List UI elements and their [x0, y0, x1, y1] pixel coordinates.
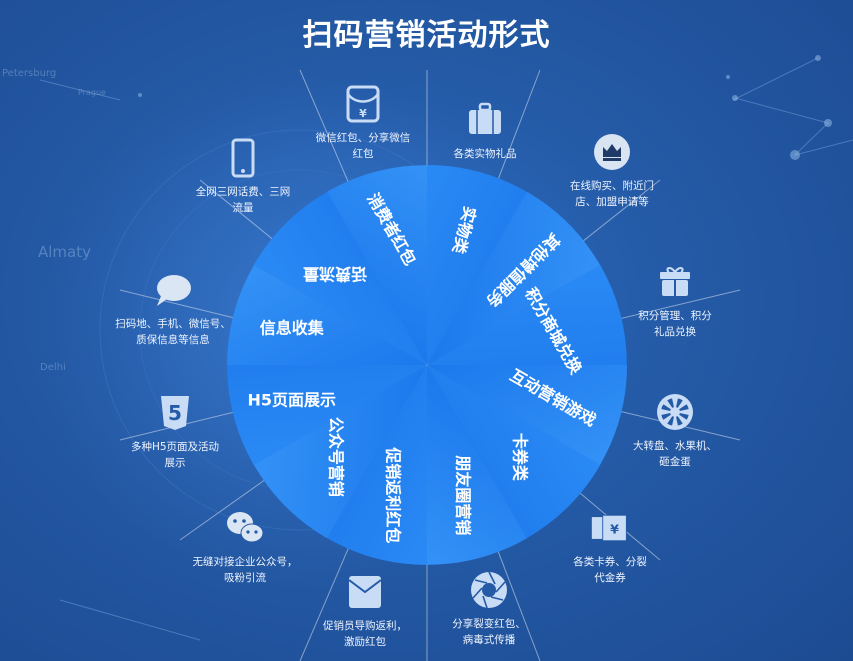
- phone-icon: [231, 138, 255, 178]
- svg-text:¥: ¥: [610, 521, 619, 536]
- segment-label: 公众号营销: [327, 417, 346, 497]
- callout-points-mall: 积分管理、积分 礼品兑换: [610, 262, 740, 340]
- svg-text:5: 5: [168, 401, 182, 425]
- map-label-almaty: Almaty: [38, 243, 91, 261]
- wheel-segments: [204, 142, 650, 588]
- segment-value-added[interactable]: [427, 191, 614, 415]
- segment-h5-pages[interactable]: [204, 278, 427, 465]
- segment-label: 朋友圈营销: [453, 455, 472, 535]
- red-envelope-icon: ¥: [346, 85, 380, 123]
- map-label-delhi: Delhi: [40, 362, 66, 373]
- callout-value-added: 在线购买、附近门 店、加盟申请等: [547, 132, 677, 210]
- gift-icon: [660, 266, 690, 296]
- segment-consumer-redpacket[interactable]: [327, 142, 514, 365]
- svg-text:¥: ¥: [359, 107, 367, 120]
- callout-promo-rebate: 促销员导购返利， 激励红包: [300, 572, 430, 650]
- segment-coupons[interactable]: [377, 365, 601, 552]
- wheel-icon: [657, 394, 693, 430]
- segment-phone-data[interactable]: [253, 178, 477, 365]
- chat-bubble-icon: [157, 275, 191, 306]
- map-label-petersburg: Petersburg: [2, 68, 57, 79]
- segment-official-account[interactable]: [240, 315, 427, 539]
- aperture-icon: [471, 571, 507, 609]
- callout-consumer-redpacket: ¥ 微信红包、分享微信 红包: [298, 84, 428, 162]
- callout-phone-data: 全网三网话费、三网 流量: [178, 138, 308, 216]
- segment-points-mall[interactable]: [427, 265, 650, 452]
- callout-h5-pages: 5 多种H5页面及活动 展示: [110, 393, 240, 471]
- segment-label: 话费流量: [303, 265, 367, 284]
- segment-promo-rebate[interactable]: [327, 365, 427, 565]
- html5-icon: 5: [161, 396, 189, 430]
- segment-interactive-games[interactable]: [427, 365, 627, 465]
- callout-moments-marketing: 分享裂变红包、 病毒式传播: [424, 570, 554, 648]
- crown-icon: [594, 134, 630, 170]
- ticket-icon: ¥: [591, 514, 627, 542]
- segment-info-collection[interactable]: [227, 265, 427, 365]
- segment-label: 卡券类: [510, 433, 529, 482]
- page-title: 扫码营销活动形式: [302, 18, 551, 53]
- map-label-prague: Prague: [78, 88, 106, 97]
- segment-label: H5页面展示: [248, 391, 337, 410]
- segment-label: 信息收集: [260, 318, 325, 337]
- envelope-icon: [348, 576, 382, 608]
- segment-physical-goods[interactable]: [427, 165, 527, 365]
- suitcase-icon: [469, 102, 501, 134]
- callout-info-collection: 扫码地、手机、微信号、 质保信息等信息: [108, 270, 238, 348]
- callout-coupons: ¥ 各类卡券、分裂 代金券: [545, 508, 675, 586]
- callout-physical-goods: 各类实物礼品: [420, 100, 550, 162]
- wechat-icon: [227, 512, 264, 543]
- callout-interactive-games: 大转盘、水果机、 砸金蛋: [610, 392, 740, 470]
- callout-official-account: 无缝对接企业公众号， 吸粉引流: [180, 508, 310, 586]
- segment-moments-marketing[interactable]: [340, 365, 527, 588]
- segment-label: 促销返利红包: [384, 446, 403, 543]
